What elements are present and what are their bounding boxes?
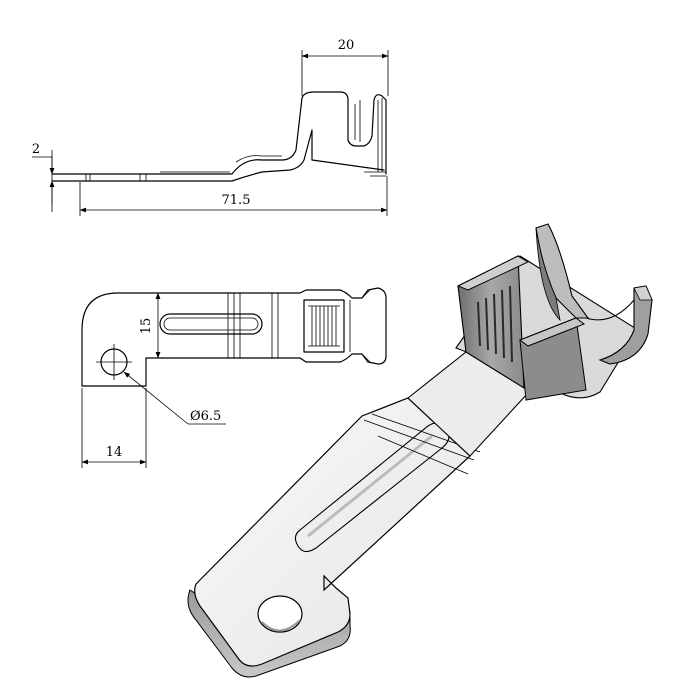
dimension-thickness: 2 — [32, 142, 55, 212]
dim-20-label: 20 — [338, 38, 355, 53]
dim-2-label: 2 — [32, 142, 40, 157]
dimension-hole-offset: 14 — [81, 388, 147, 468]
isometric-view — [187, 223, 653, 678]
top-view — [81, 287, 387, 387]
dimension-overall-length: 71.5 — [79, 176, 388, 216]
dimension-hole-diameter: Ø6.5 — [123, 371, 226, 425]
side-view — [51, 91, 387, 182]
dim-6-5-label: Ø6.5 — [190, 409, 221, 424]
dimension-tab-width: 20 — [301, 38, 389, 96]
dim-71-5-label: 71.5 — [222, 193, 251, 208]
dim-14-label: 14 — [106, 445, 123, 460]
dim-15-label: 15 — [139, 318, 154, 335]
dimension-slot-width: 15 — [139, 292, 164, 359]
